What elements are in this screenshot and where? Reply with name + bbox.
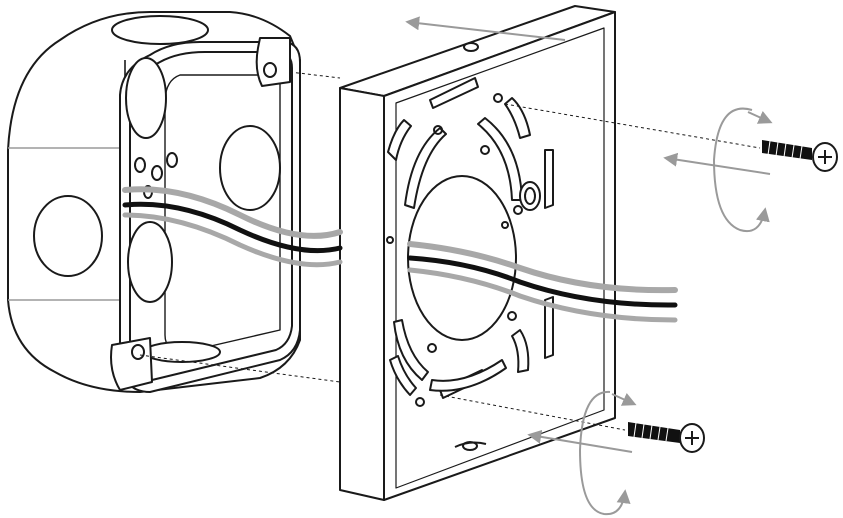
cable-pair — [122, 186, 678, 323]
octagon-electrical-box — [7, 11, 301, 393]
direction-arrow-screw-top — [663, 152, 771, 175]
rotation-arrow-top-head — [747, 110, 773, 124]
alignment-lines — [139, 71, 761, 431]
mounting-screw-bottom — [628, 422, 705, 453]
mounting-screw-top — [762, 140, 838, 172]
direction-arrow-plate — [405, 16, 566, 41]
rotation-arrow-bottom-head — [611, 392, 637, 406]
rotation-arrow-bottom — [578, 390, 631, 516]
annotations — [405, 16, 773, 516]
mounting-plate-adapter — [339, 5, 616, 501]
rotation-arrow-top — [712, 107, 770, 232]
